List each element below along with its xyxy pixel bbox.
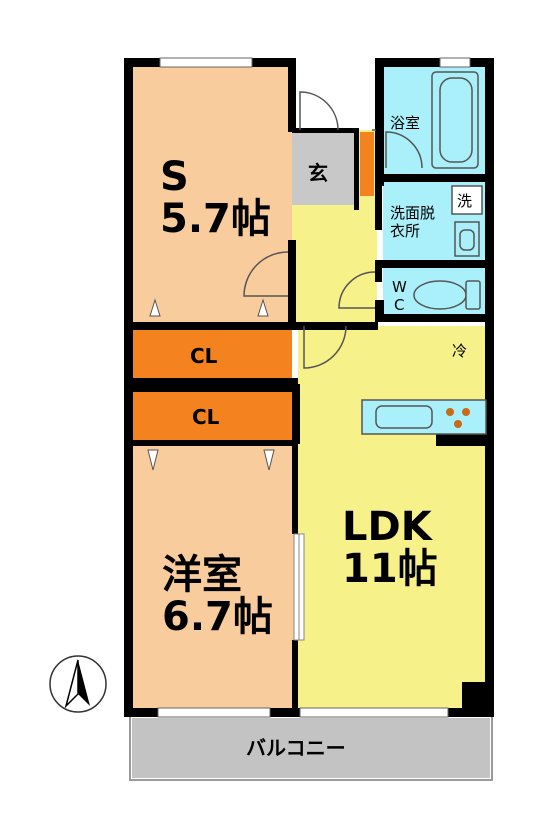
washer-box	[451, 185, 483, 215]
entrance-floor	[292, 132, 354, 205]
closet-lower-label: CL	[192, 405, 220, 429]
bathroom-label: 浴室	[390, 114, 420, 132]
closet-lower	[132, 392, 292, 440]
sliding-door	[293, 533, 305, 641]
closet-upper-label: CL	[190, 344, 218, 368]
entrance-label: 玄	[308, 161, 328, 185]
bathtub-icon	[431, 71, 479, 169]
washroom-label-line1: 洗面脱	[390, 204, 435, 222]
toilet-label-line1: W	[392, 278, 407, 296]
toilet-label-line2: C	[394, 296, 404, 314]
closet-upper	[132, 330, 292, 378]
western-room-size: 6.7帖	[162, 594, 273, 640]
ldk-floor	[298, 326, 485, 713]
washer-label: 洗	[457, 192, 472, 210]
western-room-floor	[132, 445, 297, 713]
door-swings	[243, 91, 423, 369]
balcony-label: バルコニー	[246, 736, 346, 760]
balcony-floor	[132, 718, 490, 778]
windows	[157, 57, 471, 718]
s-room-floor	[132, 66, 292, 324]
ldk-size: 11帖	[342, 546, 438, 592]
s-room-name: S	[160, 154, 189, 200]
s-room-size: 5.7帖	[160, 196, 271, 242]
ldk-name: LDK	[342, 504, 434, 550]
fridge-label: 冷	[452, 342, 467, 360]
sink-icon	[454, 221, 480, 257]
entrance-step	[360, 132, 374, 196]
toilet-icon	[413, 280, 481, 310]
compass-icon	[49, 655, 107, 713]
kitchen-counter-icon	[361, 399, 487, 435]
western-room-name: 洋室	[162, 552, 242, 598]
washroom-label-line2: 衣所	[390, 222, 420, 240]
closet-doors	[147, 298, 275, 471]
